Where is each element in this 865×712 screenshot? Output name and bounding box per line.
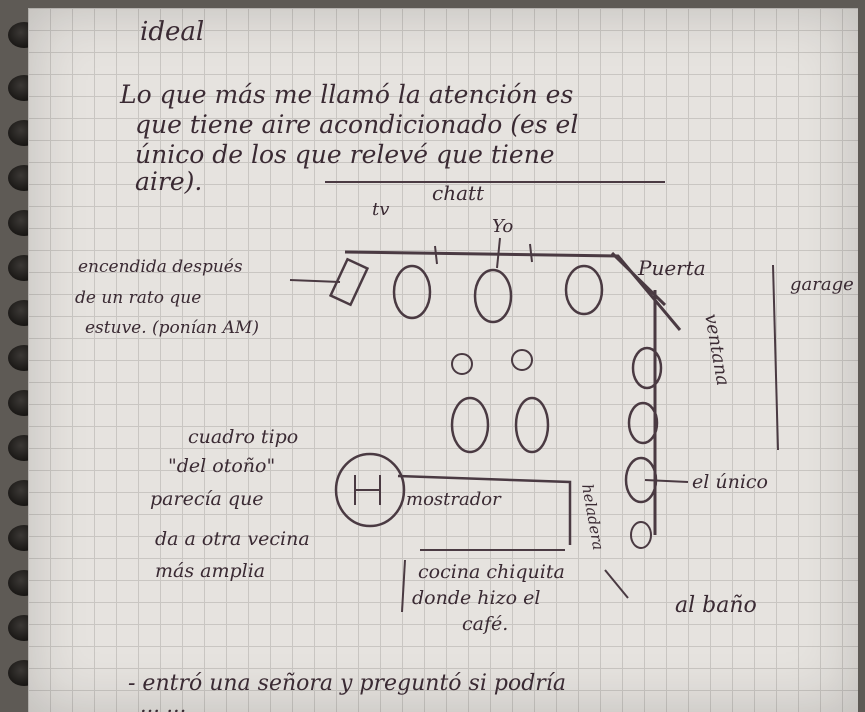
note-cuadro: "del otoño" <box>168 455 275 477</box>
bano-arrow <box>604 569 629 599</box>
label-puerta: Puerta <box>637 256 706 280</box>
note-line: que tiene aire acondicionado (es el <box>135 110 578 139</box>
label-mostrador: mostrador <box>406 489 502 510</box>
label-ventana: ventana <box>700 312 733 387</box>
label-al-bano: al baño <box>675 593 757 618</box>
note-encendido: estuve. (ponían AM) <box>85 318 259 338</box>
label-yo: Yo <box>492 216 513 237</box>
note-escondite: cocina chiquita <box>418 561 565 583</box>
door-line <box>610 251 667 307</box>
note-escondite: donde hizo el <box>412 587 540 609</box>
note-line-bottom: … … <box>140 693 186 712</box>
painting-circle <box>334 452 406 528</box>
chair-oval <box>630 521 652 549</box>
table-oval <box>631 346 663 390</box>
chair-oval <box>451 353 473 375</box>
kitchen-wall <box>401 559 406 613</box>
table-oval <box>392 264 432 320</box>
note-line-bottom: - entró una señora y preguntó si podría <box>128 671 566 696</box>
table-oval <box>627 401 659 445</box>
chair-oval <box>511 349 533 371</box>
label-el-unico: el único <box>692 471 768 493</box>
note-encendido: de un rato que <box>75 288 201 308</box>
table-oval <box>564 264 604 316</box>
label-garage: garage <box>790 274 854 295</box>
note-line: aire). <box>135 167 202 196</box>
note-cuadro: cuadro tipo <box>188 426 298 448</box>
label-tv: tv <box>372 199 389 220</box>
note-line-top: ideal <box>140 17 204 47</box>
table-oval <box>473 268 513 324</box>
note-encendido: encendida después <box>78 257 243 277</box>
note-parecia: más amplia <box>155 560 265 582</box>
table-oval <box>450 396 490 454</box>
table-oval <box>514 396 550 454</box>
painting-mark <box>354 475 381 505</box>
note-parecia: da a otra vecina <box>155 528 310 550</box>
counter-outline <box>397 474 572 545</box>
unico-arrow <box>644 479 689 483</box>
ac-unit <box>328 257 370 307</box>
note-escondite: café. <box>462 613 508 635</box>
outer-wall <box>772 264 779 451</box>
note-line: Lo que más me llamó la atención es <box>119 80 573 109</box>
label-chatt: chatt <box>432 181 485 205</box>
note-parecia: parecía que <box>150 488 264 510</box>
label-heladera: heladera <box>578 483 607 552</box>
wall-tick <box>529 243 533 263</box>
note-line: único de los que relevé que tiene <box>135 140 555 169</box>
wall-tick <box>434 245 438 265</box>
encendido-arrow <box>289 279 341 283</box>
notebook-page <box>28 8 858 712</box>
